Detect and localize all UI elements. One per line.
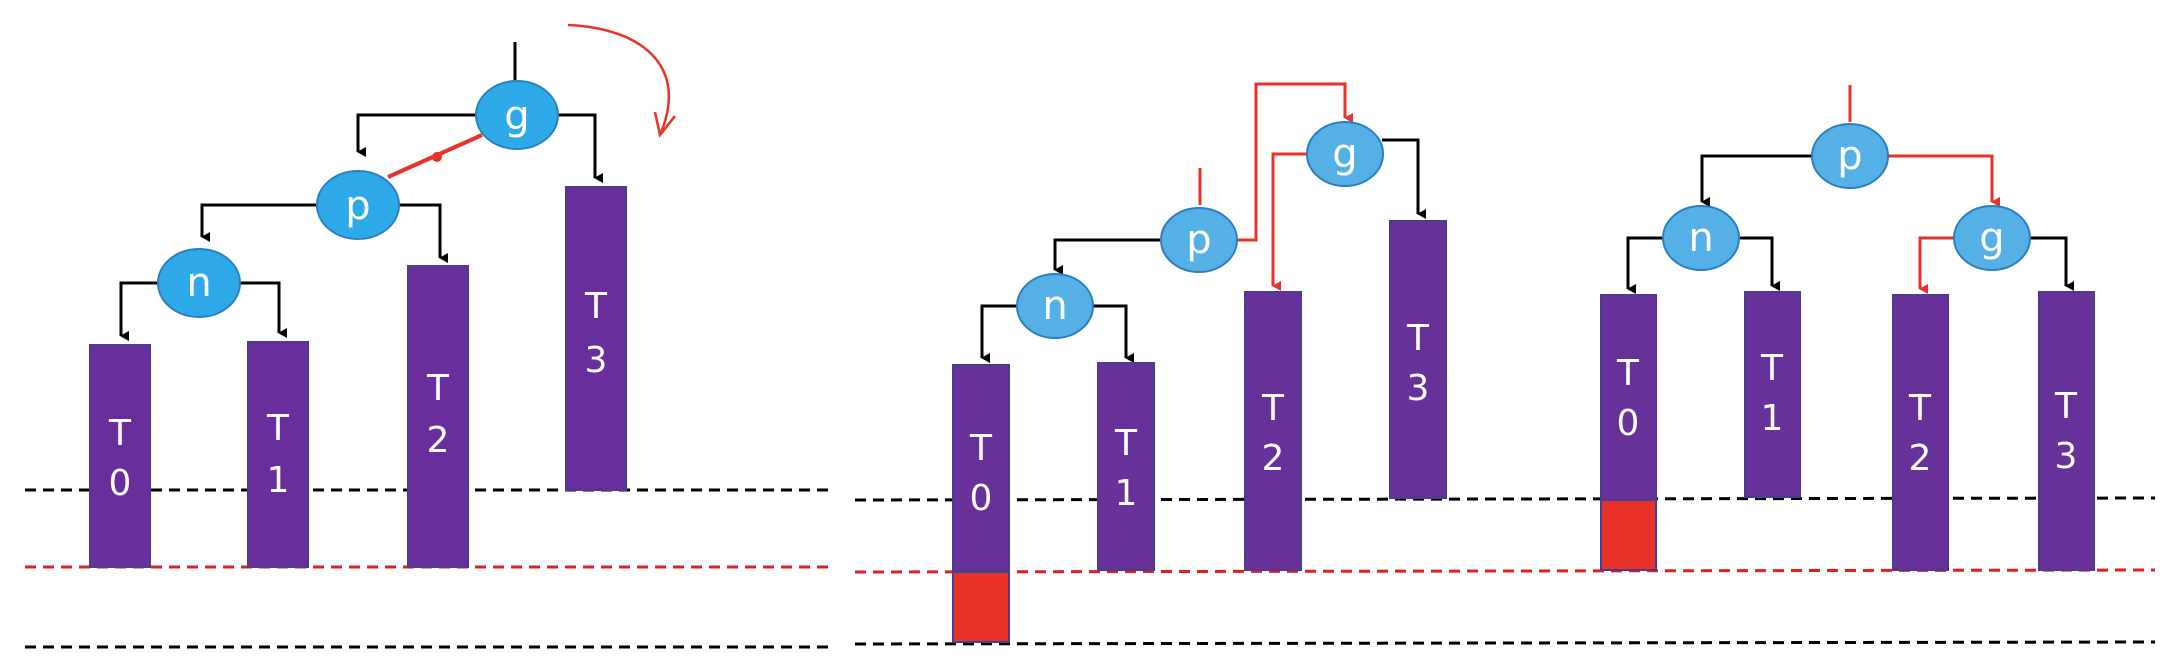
svg-text:1: 1 [1761,398,1784,439]
svg-text:0: 0 [109,463,132,504]
svg-text:g: g [1332,131,1357,177]
svg-text:p: p [345,183,370,229]
svg-text:p: p [1186,217,1211,263]
svg-text:T: T [1760,348,1784,389]
svg-text:T: T [1114,423,1138,464]
subtree-t2: T 2 [407,265,469,568]
edges [1626,85,2074,294]
subtree-t0: T 0 [89,344,151,568]
node-g: g [1306,121,1384,187]
svg-text:3: 3 [2055,436,2078,477]
svg-text:T: T [1616,353,1640,394]
svg-text:1: 1 [267,460,290,501]
rotation-arrow-icon [567,23,676,138]
svg-text:T: T [266,408,290,449]
svg-text:2: 2 [1262,438,1285,479]
rotation-pivot-dot [432,152,442,162]
subtree-t2: T 2 [1892,294,1949,571]
subtree-t1: T 1 [1744,291,1801,498]
subtrees: T 0 T 1 T 2 T 3 [89,186,627,568]
svg-text:p: p [1837,133,1862,179]
svg-text:0: 0 [970,478,993,519]
height-line-bottom-right [854,640,2156,646]
edges [119,42,603,341]
overflow-block [952,571,1010,643]
svg-text:T: T [426,368,450,409]
subtree-t2: T 2 [1244,291,1302,571]
height-line-top-right [854,496,2156,502]
svg-text:3: 3 [585,340,608,381]
node-n: n [1662,205,1740,271]
svg-text:g: g [504,93,529,139]
node-p: p [1160,207,1238,273]
node-p: p [1811,123,1889,189]
subtrees: T 0 T 1 T 2 T 3 [952,220,1447,643]
panel-right: T 0 T 1 T 2 T 3 p n [1600,85,2095,571]
panel-left: T 0 T 1 T 2 T 3 g [25,23,835,649]
subtree-t3: T 3 [2038,291,2095,571]
subtrees: T 0 T 1 T 2 T 3 [1600,291,2095,571]
node-g: g [1953,205,2031,271]
subtree-t0: T 0 [952,364,1010,643]
svg-text:T: T [2054,386,2078,427]
svg-text:n: n [186,260,211,306]
svg-text:2: 2 [1909,438,1932,479]
svg-text:T: T [1406,318,1430,359]
node-n: n [1016,273,1094,339]
svg-text:T: T [1908,388,1932,429]
svg-text:T: T [1261,388,1285,429]
node-g: g [475,80,559,150]
subtree-t3: T 3 [565,186,627,491]
svg-text:n: n [1688,215,1713,261]
svg-text:n: n [1042,283,1067,329]
svg-text:1: 1 [1115,473,1138,514]
node-n: n [157,248,241,318]
subtree-t1: T 1 [1097,362,1155,571]
node-p: p [316,170,400,240]
svg-text:T: T [584,286,608,327]
svg-text:0: 0 [1617,403,1640,444]
subtree-t0: T 0 [1600,294,1657,571]
edges [980,82,1426,363]
panel-middle: T 0 T 1 T 2 T 3 g p [952,82,1447,643]
svg-text:T: T [108,413,132,454]
svg-text:T: T [969,428,993,469]
height-line-red-right [854,568,2156,574]
subtree-t3: T 3 [1389,220,1447,499]
svg-text:g: g [1979,215,2004,261]
subtree-t1: T 1 [247,341,309,568]
overflow-block [1600,499,1657,571]
svg-text:2: 2 [427,420,450,461]
svg-text:3: 3 [1407,368,1430,409]
